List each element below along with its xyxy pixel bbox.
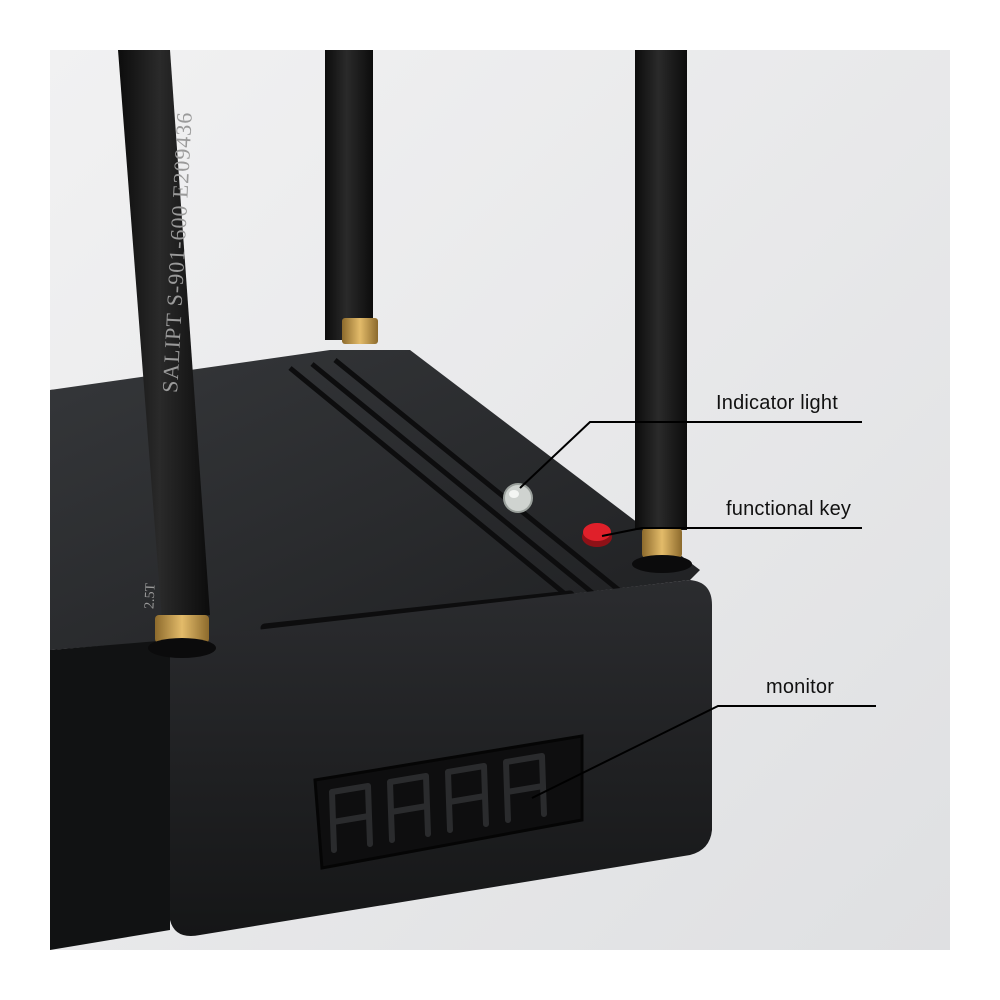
monitor-label: monitor <box>766 676 835 698</box>
top-grooves <box>288 358 622 600</box>
product-photo: SALIPT S-901-600 E209436 2.5T Indicator … <box>50 50 950 950</box>
antenna-back <box>325 50 378 344</box>
indicator-light-label: Indicator light <box>716 392 838 414</box>
functional-key-label: functional key <box>726 498 852 520</box>
antenna-left <box>118 50 216 658</box>
device-lower-left <box>50 640 170 950</box>
callout-lines <box>519 421 876 799</box>
indicator-led <box>503 483 533 513</box>
antenna-print-rating: 2.5T <box>142 582 159 610</box>
device-illustration <box>50 50 950 950</box>
display-window <box>313 734 584 870</box>
antenna-right <box>632 50 692 573</box>
device-top-surface <box>50 350 700 650</box>
